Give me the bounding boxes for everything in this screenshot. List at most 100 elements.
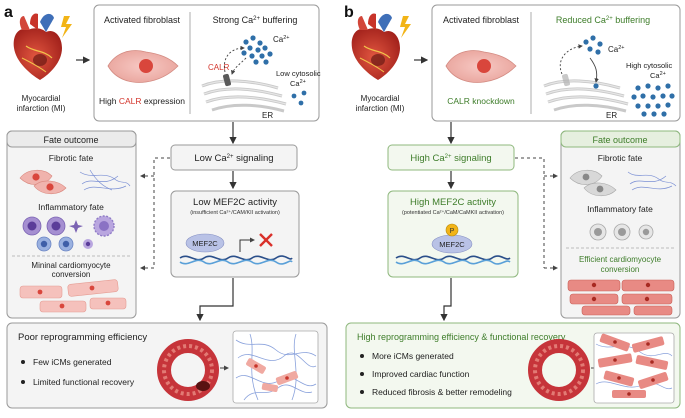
dashed-connector xyxy=(515,157,545,268)
arrow xyxy=(440,278,452,322)
mef2c-title: Low MEF2C activity xyxy=(193,197,277,208)
calcium-label: Ca2+ xyxy=(608,45,625,54)
mef2c-protein xyxy=(185,233,225,253)
calcium-cluster xyxy=(241,35,273,65)
cytosolic-label-line2: Ca2+ xyxy=(290,79,306,88)
calr-protein xyxy=(222,73,232,87)
calcium-ion xyxy=(301,90,307,96)
cardio-label-line2: conversion xyxy=(601,265,640,274)
arrow xyxy=(223,45,245,73)
calcium-cluster xyxy=(583,35,603,55)
bullet-item: More iCMs generated xyxy=(372,351,454,361)
dna-helix xyxy=(395,255,511,265)
mef2c-label: MEF2C xyxy=(439,240,465,249)
collagen-fibers-icon xyxy=(627,171,677,191)
calcium-ion xyxy=(298,100,304,106)
lightning-icon xyxy=(400,16,411,38)
calr-label: CALR xyxy=(208,63,230,72)
fate-box-header xyxy=(6,130,137,148)
expression-label: High CALR expression xyxy=(99,96,185,106)
immune-cells-icon xyxy=(22,215,115,252)
bullet-dot xyxy=(21,380,25,384)
cardiomyocytes-icon xyxy=(567,279,675,316)
bullet-dot xyxy=(360,372,364,376)
signaling-label: Low Ca2+ signaling xyxy=(194,153,273,164)
fibroblast-cluster-icon xyxy=(19,169,67,195)
cytosolic-label-line1: Low cytosolic xyxy=(276,69,321,78)
bullet-item: Improved cardiac function xyxy=(372,369,470,379)
cytosolic-label-line2: Ca2+ xyxy=(650,71,666,80)
blocked-x-icon xyxy=(259,233,273,247)
cardio-label-line1: Mininal cardiomyocyte xyxy=(31,261,111,270)
fibroblast-nucleus xyxy=(477,59,491,73)
calcium-ion xyxy=(291,93,297,99)
mi-label-line2: infarction (MI) xyxy=(356,104,405,113)
calcium-label: Ca2+ xyxy=(273,35,290,44)
transcription-arrow xyxy=(239,237,255,252)
heart-icon xyxy=(351,13,400,80)
cardiomyocytes-icon xyxy=(19,279,127,313)
inflammatory-label: Inflammatory fate xyxy=(587,204,653,214)
buffering-title: Reduced Ca2+ buffering xyxy=(556,15,650,25)
bullet-item: Few iCMs generated xyxy=(33,357,112,367)
fibrotic-label: Fibrotic fate xyxy=(49,153,94,163)
fibrotic-tissue-icon xyxy=(235,333,317,401)
bullet-dot xyxy=(21,360,25,364)
er-membrane-inner xyxy=(543,80,629,105)
phosphate-label: P xyxy=(450,228,455,235)
panel-letter: a xyxy=(4,4,13,21)
fate-title: Fate outcome xyxy=(43,135,98,145)
fibrotic-label: Fibrotic fate xyxy=(598,153,643,163)
mef2c-subtitle: (insufficient Ca²⁺/CAM/KII activation) xyxy=(190,209,280,216)
mef2c-label: MEF2C xyxy=(192,239,218,248)
reprogramming-title: High reprogramming efficiency & function… xyxy=(357,332,566,342)
cardio-label-line1: Efficient cardiomyocyte xyxy=(579,255,662,264)
lightning-icon xyxy=(61,16,72,38)
immune-cells-icon xyxy=(589,223,654,241)
mi-label-line1: Myocardial xyxy=(22,94,61,103)
fate-title: Fate outcome xyxy=(592,135,647,145)
arrow xyxy=(559,44,583,75)
er-label: ER xyxy=(262,111,273,120)
cardio-label-line2: conversion xyxy=(52,270,91,279)
bullet-item: Reduced fibrosis & better remodeling xyxy=(372,387,512,397)
heart-ring-icon xyxy=(528,339,590,401)
tissue-inset xyxy=(593,332,675,404)
regenerated-tissue-icon xyxy=(595,333,673,398)
bullet-dot xyxy=(360,354,364,358)
arrow xyxy=(589,57,599,83)
buffering-title: Strong Ca2+ buffering xyxy=(213,15,298,25)
bullet-item: Limited functional recovery xyxy=(33,377,135,387)
panel-letter: b xyxy=(344,4,354,21)
tissue-inset xyxy=(232,330,319,404)
er-label: ER xyxy=(606,111,617,120)
calr-protein-faded xyxy=(561,73,571,87)
signaling-label: High Ca2+ signaling xyxy=(410,153,491,164)
dna-helix xyxy=(179,255,293,265)
mi-label-line1: Myocardial xyxy=(361,94,400,103)
fibroblast-title: Activated fibroblast xyxy=(104,15,181,25)
panel-b: b Myocardial infarction (MI) Activated f… xyxy=(344,4,681,409)
collagen-fibers-icon xyxy=(79,169,131,191)
arrow xyxy=(196,278,234,322)
mef2c-subtitle: (potentiated Ca²⁺/CaM/CaMKII activation) xyxy=(402,209,504,216)
er-membrane-inner xyxy=(201,80,287,105)
signaling-box xyxy=(387,144,515,171)
arrow xyxy=(231,57,247,75)
heart-ring-icon xyxy=(157,339,219,401)
heart-icon xyxy=(13,13,63,80)
fibroblast-title: Activated fibroblast xyxy=(443,15,520,25)
calcium-ion xyxy=(593,83,599,89)
bullet-dot xyxy=(360,390,364,394)
phosphate-icon xyxy=(445,223,459,237)
cytosolic-label-line1: High cytosolic xyxy=(626,61,673,70)
cytosolic-calcium-cluster xyxy=(631,83,675,117)
inflammatory-label: Inflammatory fate xyxy=(38,202,104,212)
mef2c-title: High MEF2C activity xyxy=(410,197,496,208)
mef2c-box xyxy=(170,190,300,278)
signaling-box xyxy=(170,144,298,171)
fate-box-header xyxy=(560,130,681,148)
panel-a: a Myocardial infarction (MI) Activated f… xyxy=(4,4,328,409)
